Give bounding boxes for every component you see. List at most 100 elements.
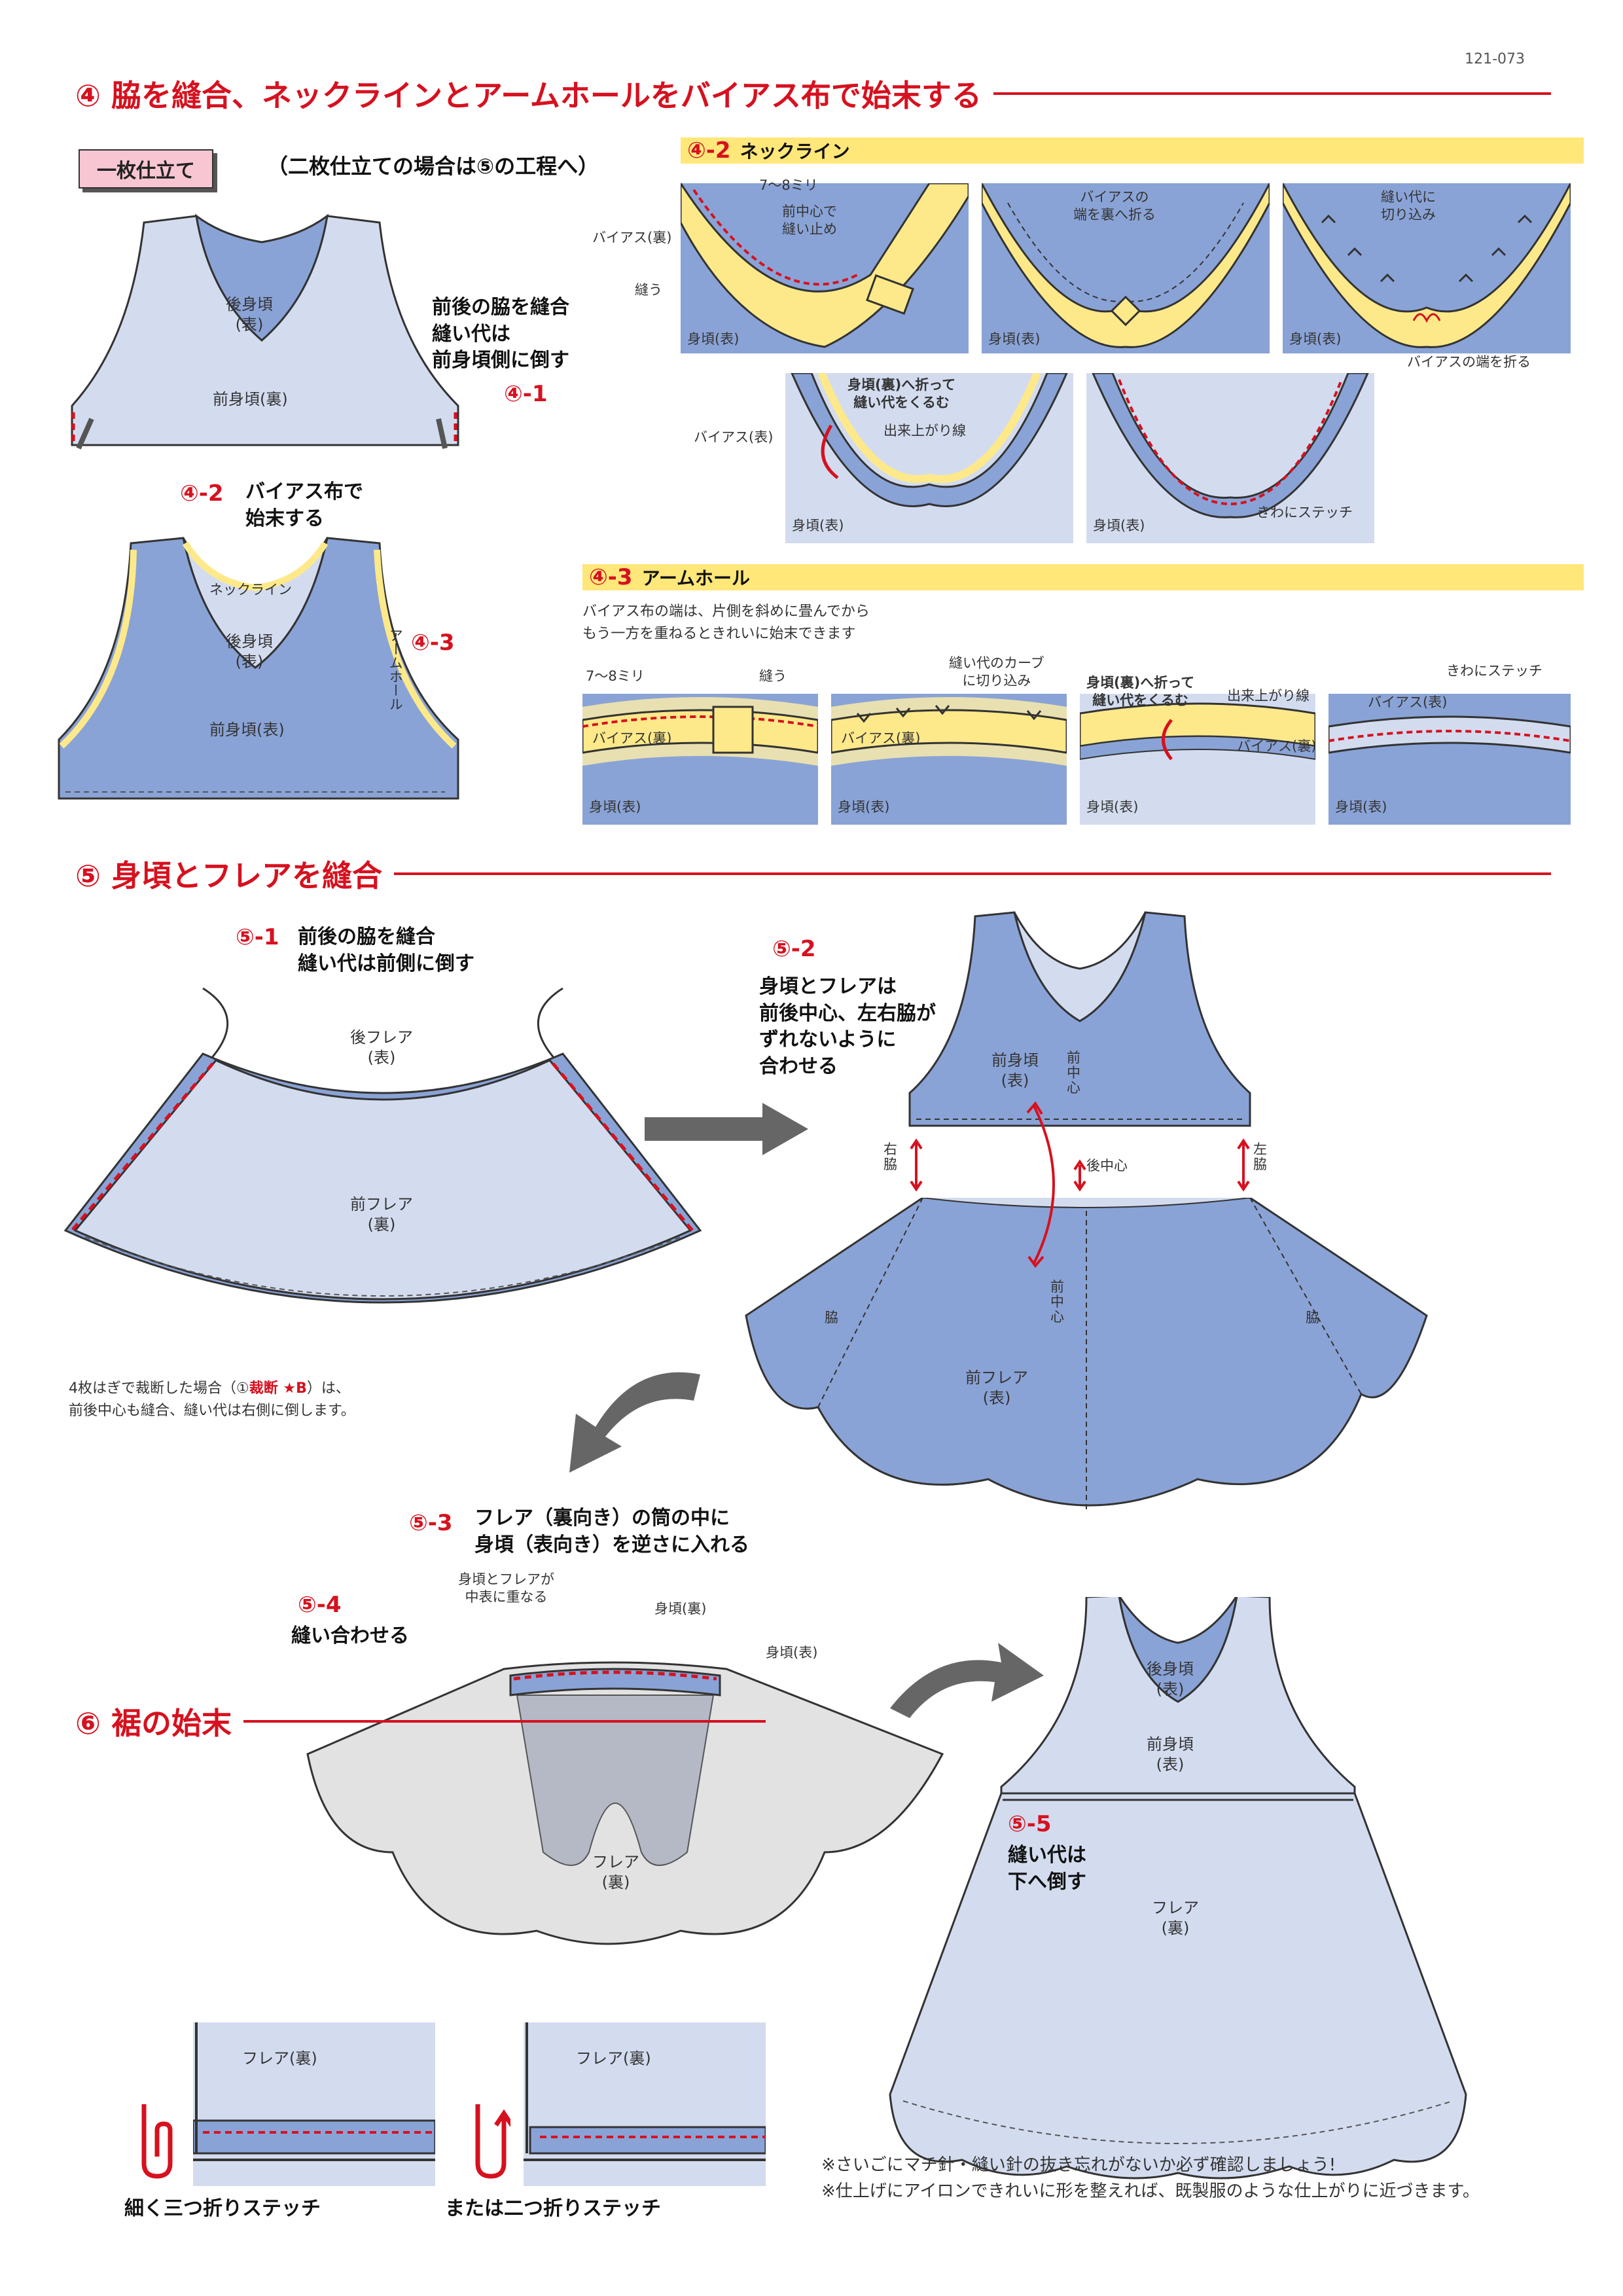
fig2-back-label: 後身頃 (表) (226, 632, 273, 672)
armhole-panel-2 (831, 694, 1067, 825)
s3-body-front: 身頃(表) (766, 1645, 818, 1660)
neckline-panel-1 (681, 183, 969, 353)
neckline-p5-stitch: きわにステッチ (1257, 505, 1353, 520)
neckline-p1-body: 身頃(表) (687, 331, 740, 347)
s1-footnote-a: 4枚はぎで裁断した場合（① (69, 1380, 249, 1397)
align-arrows-icon (910, 1138, 1250, 1192)
armhole-p1-width: 7～8ミリ (586, 668, 645, 684)
s1-front-flare: 前フレア (裏) (350, 1195, 413, 1234)
armhole-p1-sew: 縫う (759, 668, 787, 684)
section6-title: ⑥ 裾の始末 (75, 1706, 232, 1741)
s1-note: 前後の脇を縫合 縫い代は前側に倒す (298, 925, 474, 975)
neckline-p4-finish: 出来上がり線 (883, 423, 966, 439)
center-align-arrow-icon (1026, 1101, 1055, 1268)
neckline-panel-5 (1086, 373, 1374, 543)
neckline-p1-center: 前中心で 縫い止め (782, 204, 837, 238)
neckline-p3-clip: 縫い代に 切り込み (1381, 189, 1436, 223)
hem-p1-caption: 細く三つ折りステッチ (124, 2197, 321, 2220)
armhole-p3-bias-back: バイアス(裏) (1237, 738, 1317, 754)
s5-back: 後身頃 (表) (1147, 1660, 1194, 1699)
footer-note-2: ※仕上げにアイロンできれいに形を整えれば、既製服のような仕上がりに近づきます。 (821, 2181, 1480, 2201)
armhole-p4-body: 身頃(表) (1335, 799, 1387, 815)
s2-right-side: 右 脇 (883, 1141, 897, 1173)
hem-p2-caption: または二つ折りステッチ (445, 2197, 661, 2220)
bodice-bias-illustration (58, 537, 459, 800)
single-layer-label: 一枚仕立て (79, 149, 213, 188)
hem-p1-flare: フレア(裏) (242, 2049, 317, 2068)
arrow-curve-right-icon (890, 1643, 1044, 1718)
neckline-p2-body: 身頃(表) (988, 331, 1041, 347)
armhole-description: バイアス布の端は、片側を斜めに畳んでから もう一方を重ねるときれいに始末できます (582, 603, 870, 643)
hem-p2-flare: フレア(裏) (576, 2049, 651, 2068)
armhole-p3-body: 身頃(表) (1086, 799, 1139, 815)
neckline-bar: ④-2 ネックライン (681, 137, 1584, 164)
s3-overlap: 身頃とフレアが 中表に重なる (458, 1571, 554, 1605)
s1-back-flare: 後フレア (表) (350, 1028, 413, 1067)
armhole-step: ④-3 (589, 564, 633, 590)
hem-panel-2 (524, 2022, 766, 2186)
neckline-step: ④-2 (687, 137, 731, 164)
armhole-p4-stitch: きわにステッチ (1446, 663, 1543, 679)
fig1-note: 前後の脇を縫合 縫い代は 前身頃側に倒す (432, 296, 569, 372)
flare-tube-illustration (745, 1198, 1428, 1512)
neckline-title: ネックライン (740, 141, 850, 162)
s2-front-flare: 前フレア (表) (965, 1369, 1028, 1408)
section4-header: ④ 脇を縫合、ネックラインとアームホールをバイアス布で始末する (75, 71, 1551, 117)
s3-flare: フレア (裏) (592, 1853, 639, 1892)
document-code: 121-073 (1465, 51, 1525, 67)
armhole-title: アームホール (641, 567, 751, 589)
fig1-step: ④-1 (504, 381, 548, 407)
neckline-p1-width: 7～8ミリ (759, 177, 818, 193)
s1-footnote-c: ）は、 前後中心も縫合、縫い代は右側に倒します。 (69, 1380, 355, 1420)
armhole-p2-body: 身頃(表) (838, 799, 890, 815)
section5-rule (393, 872, 1551, 875)
flare-side-seam-illustration (63, 987, 702, 1304)
neckline-p3-body: 身頃(表) (1289, 331, 1342, 347)
s4-step: ⑤-4 (298, 1592, 342, 1618)
s2-side: 脇 (825, 1310, 838, 1325)
bodice-inside-out-illustration (71, 213, 459, 450)
fig2-front-label: 前身頃(表) (209, 721, 285, 739)
flare-body-inserted-illustration (306, 1661, 944, 1945)
neckline-p3-fold-end: バイアスの端を折る (1407, 354, 1531, 370)
fig1-front-label: 前身頃(裏) (213, 390, 288, 408)
fig2-neckline-label: ネックライン (209, 582, 292, 598)
section5-header: ⑤ 身頃とフレアを縫合 (75, 851, 1551, 897)
neckline-p5-body: 身頃(表) (1093, 518, 1145, 533)
fig2-step2: ④-2 (180, 480, 224, 507)
fig1-back-label: 後身頃 (表) (226, 295, 273, 334)
s2-left-side: 左 脇 (1253, 1141, 1267, 1173)
s2-center-front: 前 中 心 (1067, 1050, 1080, 1096)
neckline-panel-4 (785, 373, 1073, 543)
s2-back-center: 後中心 (1086, 1158, 1128, 1174)
armhole-p2-bias-back: バイアス(裏) (841, 730, 921, 746)
s3-step: ⑤-3 (409, 1510, 453, 1536)
s5-front: 前身頃 (表) (1147, 1735, 1194, 1774)
fig2-step3: ④-3 (411, 630, 455, 656)
s2-side2: 脇 (1306, 1310, 1319, 1325)
armhole-p4-bias-front: バイアス(表) (1368, 694, 1448, 710)
s4-note: 縫い合わせる (291, 1624, 409, 1647)
section4-rule (993, 92, 1551, 95)
neckline-p4-bias-front: バイアス(表) (694, 429, 774, 445)
s2-step: ⑤-2 (772, 936, 816, 962)
armhole-p1-body: 身頃(表) (589, 799, 641, 815)
s1-step: ⑤-1 (236, 924, 279, 950)
neckline-p1-bias-back: バイアス(裏) (592, 230, 672, 245)
s3-note: フレア（裏向き）の筒の中に 身頃（表向き）を逆さに入れる (474, 1507, 749, 1556)
hem-panel-1 (193, 2022, 435, 2186)
s1-footnote-b: 裁断 ★B (249, 1380, 307, 1397)
neckline-panel-3 (1283, 183, 1571, 353)
s2-note: 身頃とフレアは 前後中心、左右脇が ずれないように 合わせる (759, 975, 936, 1078)
neckline-p2-fold: バイアスの 端を裏へ折る (1073, 189, 1156, 223)
footer-note-1: ※さいごにマチ針・縫い針の抜き忘れがないか必ず確認しましょう! (821, 2155, 1336, 2175)
section4-title: ④ 脇を縫合、ネックラインとアームホールをバイアス布で始末する (75, 78, 982, 113)
s1-footnote: 4枚はぎで裁断した場合（①裁断 ★B）は、 前後中心も縫合、縫い代は右側に倒しま… (69, 1378, 355, 1422)
arrow-curve-left-icon (569, 1372, 700, 1473)
armhole-p1-bias-back: バイアス(裏) (592, 730, 672, 746)
finished-dress-illustration (889, 1597, 1467, 2179)
single-layer-note: （二枚仕立ての場合は⑤の工程へ） (267, 154, 599, 179)
arrow-right-icon (645, 1103, 808, 1155)
fig2-note: バイアス布で 始末する (245, 480, 363, 530)
s5-step: ⑤-5 (1008, 1811, 1052, 1837)
